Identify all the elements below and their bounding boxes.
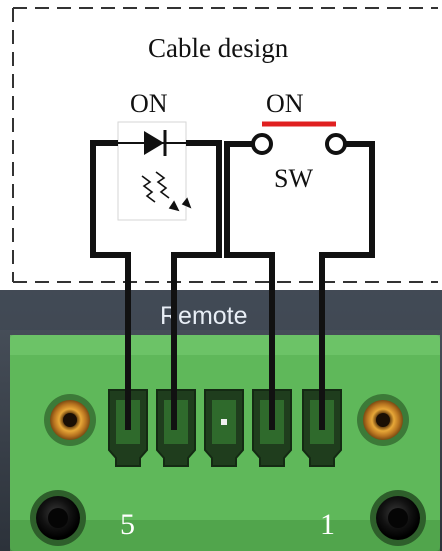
switch-sw-label: SW <box>274 164 313 193</box>
switch-on-label: ON <box>266 89 304 118</box>
cable-design-title: Cable design <box>148 33 289 63</box>
pin-socket <box>204 389 244 467</box>
light-emission-icon <box>141 171 192 212</box>
wire-led-anode <box>90 140 131 430</box>
push-switch-icon <box>251 133 347 155</box>
led-diode-icon <box>118 130 186 156</box>
black-screw-right <box>370 490 426 546</box>
dashed-border <box>12 7 438 283</box>
pin-sockets <box>108 389 342 467</box>
gold-screw-right <box>357 394 409 446</box>
led-label: ON <box>130 89 168 118</box>
wire-switch-a <box>224 141 275 430</box>
gold-screw-left <box>44 394 96 446</box>
wire-led-cathode <box>171 140 222 430</box>
wires <box>90 140 375 430</box>
switch-component: ON SW <box>251 89 347 193</box>
led-component: ON <box>117 89 192 221</box>
wire-switch-b <box>319 141 375 430</box>
black-screw-left <box>30 490 86 546</box>
pin-label-5: 5 <box>120 508 135 541</box>
pin-label-1: 1 <box>320 508 335 541</box>
